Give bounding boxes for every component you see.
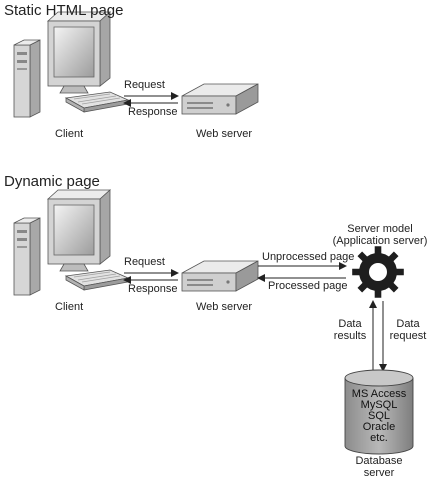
database-cylinder-icon — [344, 369, 414, 455]
dynamic-web-server-icon — [181, 260, 259, 292]
database-label-line1: Database — [355, 455, 403, 467]
dynamic-request-label: Request — [124, 256, 165, 268]
dynamic-response-label: Response — [128, 283, 178, 295]
unprocessed-page-label: Unprocessed page — [262, 251, 355, 263]
static-web-server-icon — [181, 83, 259, 115]
db-item-etc: etc. — [370, 432, 388, 444]
static-response-label: Response — [128, 106, 178, 118]
server-model-label: Server model — [347, 223, 413, 235]
server-model-gear-icon — [352, 246, 404, 298]
dynamic-web-server-label: Web server — [196, 301, 253, 313]
data-results-label-line2: results — [333, 330, 367, 342]
db-item-oracle: Oracle — [362, 421, 396, 433]
processed-page-label: Processed page — [268, 280, 348, 292]
static-client-computer-icon — [13, 11, 129, 118]
dynamic-client-computer-icon — [13, 189, 129, 296]
application-server-label: (Application server) — [332, 235, 428, 247]
static-web-server-label: Web server — [196, 128, 253, 140]
db-item-mysql: MySQL — [360, 399, 398, 411]
data-request-label-line2: request — [389, 330, 427, 342]
static-section-title: Static HTML page — [4, 2, 124, 19]
data-request-label-line1: Data — [396, 318, 420, 330]
static-client-label: Client — [55, 128, 84, 140]
dynamic-section-title: Dynamic page — [4, 173, 100, 190]
static-request-label: Request — [124, 79, 165, 91]
dynamic-client-label: Client — [55, 301, 84, 313]
database-label-line2: server — [363, 467, 395, 479]
db-item-sql: SQL — [367, 410, 390, 422]
data-results-label-line1: Data — [338, 318, 362, 330]
db-item-ms-access: MS Access — [351, 388, 407, 400]
